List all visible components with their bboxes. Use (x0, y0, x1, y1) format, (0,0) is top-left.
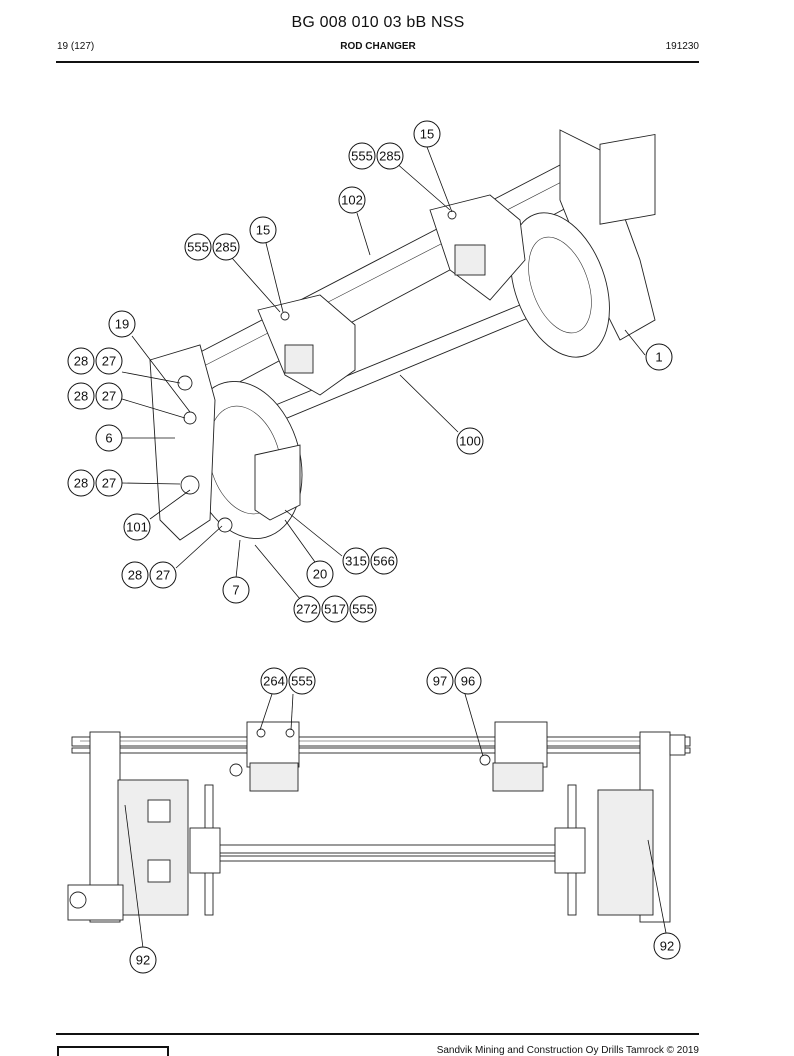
svg-text:20: 20 (313, 567, 327, 582)
svg-text:315: 315 (345, 554, 367, 569)
svg-text:264: 264 (263, 674, 285, 689)
svg-text:7: 7 (232, 583, 239, 598)
svg-text:92: 92 (136, 953, 150, 968)
callout-100: 100 (456, 427, 484, 455)
svg-text:517: 517 (324, 602, 346, 617)
svg-text:92: 92 (660, 939, 674, 954)
svg-text:28: 28 (74, 389, 88, 404)
callout-28-a: 28 (67, 347, 95, 375)
svg-text:555: 555 (352, 602, 374, 617)
svg-text:272: 272 (296, 602, 318, 617)
svg-text:28: 28 (128, 568, 142, 583)
callout-272: 272 (293, 595, 321, 623)
svg-text:102: 102 (341, 193, 363, 208)
svg-text:27: 27 (102, 476, 116, 491)
callout-92-a: 92 (129, 946, 157, 974)
callout-28-d: 28 (121, 561, 149, 589)
front-view (67, 693, 691, 949)
callout-555-c: 555 (349, 595, 377, 623)
svg-text:555: 555 (187, 240, 209, 255)
callout-566: 566 (370, 547, 398, 575)
footer-copyright: Sandvik Mining and Construction Oy Drill… (436, 1045, 699, 1056)
callout-19: 19 (108, 310, 136, 338)
svg-text:28: 28 (74, 354, 88, 369)
callout-92-b: 92 (653, 932, 681, 960)
date-code: 191230 (665, 41, 699, 52)
callout-102: 102 (338, 186, 366, 214)
page-info: 19 (127) (57, 41, 95, 52)
section-title: ROD CHANGER (340, 41, 416, 52)
callout-20: 20 (306, 560, 334, 588)
callouts: 15 555 285 102 15 555 285 19 28 27 28 27… (67, 120, 681, 974)
callout-285-b: 285 (212, 233, 240, 261)
callout-15-a: 15 (413, 120, 441, 148)
footer-rule (56, 1033, 699, 1035)
svg-text:101: 101 (126, 520, 148, 535)
callout-555-a: 555 (348, 142, 376, 170)
svg-text:100: 100 (459, 434, 481, 449)
callout-27-c: 27 (95, 469, 123, 497)
callout-1: 1 (645, 343, 673, 371)
brand-logo (57, 1046, 169, 1056)
callout-27-b: 27 (95, 382, 123, 410)
callout-28-b: 28 (67, 382, 95, 410)
header-rule (56, 61, 699, 63)
callout-315: 315 (342, 547, 370, 575)
svg-text:1: 1 (655, 350, 662, 365)
svg-text:97: 97 (433, 674, 447, 689)
callout-517: 517 (321, 595, 349, 623)
callout-28-c: 28 (67, 469, 95, 497)
document-number: BG 008 010 03 bB NSS (291, 14, 465, 31)
callout-101: 101 (123, 513, 151, 541)
callout-555-d: 555 (288, 667, 316, 695)
svg-text:566: 566 (373, 554, 395, 569)
callout-27-a: 27 (95, 347, 123, 375)
svg-text:15: 15 (256, 223, 270, 238)
callout-285-a: 285 (376, 142, 404, 170)
svg-text:27: 27 (102, 389, 116, 404)
callout-555-b: 555 (184, 233, 212, 261)
svg-text:28: 28 (74, 476, 88, 491)
callout-15-b: 15 (249, 216, 277, 244)
callout-264: 264 (260, 667, 288, 695)
svg-text:555: 555 (351, 149, 373, 164)
svg-text:6: 6 (105, 431, 112, 446)
callout-97: 97 (426, 667, 454, 695)
svg-text:285: 285 (215, 240, 237, 255)
isometric-view (121, 129, 656, 600)
svg-text:19: 19 (115, 317, 129, 332)
callout-6: 6 (95, 424, 123, 452)
svg-text:555: 555 (291, 674, 313, 689)
svg-text:285: 285 (379, 149, 401, 164)
svg-text:15: 15 (420, 127, 434, 142)
callout-7: 7 (222, 576, 250, 604)
svg-text:96: 96 (461, 674, 475, 689)
svg-text:27: 27 (102, 354, 116, 369)
callout-27-d: 27 (149, 561, 177, 589)
svg-text:27: 27 (156, 568, 170, 583)
callout-96: 96 (454, 667, 482, 695)
